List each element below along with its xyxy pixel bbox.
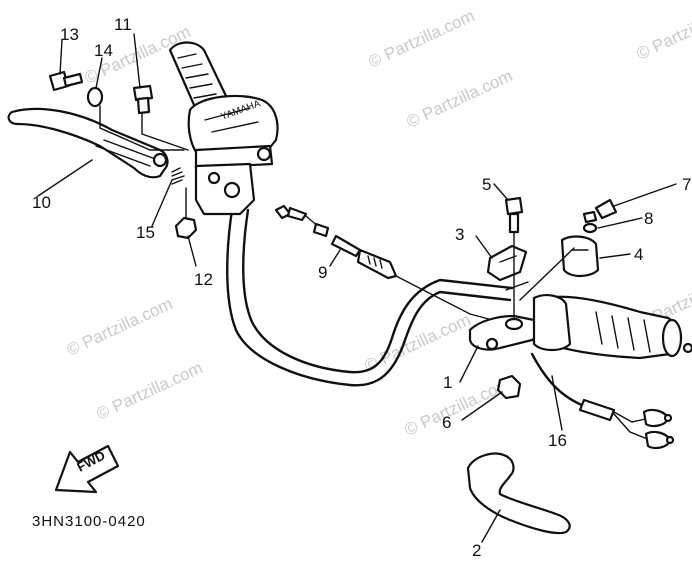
handlebar [226,208,514,387]
lever-hardware [48,70,198,240]
callout-2: 2 [472,541,481,560]
watermark: © Partzilla.com [64,294,176,360]
throttle-housing [468,196,540,351]
watermark: © Partzilla.com [366,6,478,72]
right-lever [466,452,571,535]
callout-14: 14 [94,41,113,60]
callout-labels: 1 2 3 4 5 6 7 8 9 10 11 12 13 14 15 16 [32,15,691,560]
washer [496,374,522,400]
watermarks: © Partzilla.com © Partzilla.com © Partzi… [64,0,692,440]
callout-6: 6 [442,413,451,432]
watermark: © Partzilla.com [94,358,206,424]
watermark: © Partzilla.com [362,310,474,376]
callout-12: 12 [194,270,213,289]
callout-13: 13 [60,25,79,44]
left-switch-housing: YAMAHA [168,41,279,216]
watermark: © Partzilla.com [402,374,514,440]
throttle-cable [274,204,501,323]
left-lever [7,107,169,179]
callout-1: 1 [443,373,452,392]
callout-3: 3 [455,225,464,244]
callout-15: 15 [136,223,155,242]
callout-16: 16 [548,431,567,450]
fwd-arrow: FWD [54,444,120,494]
callout-9: 9 [318,263,327,282]
callout-7: 7 [682,175,691,194]
callout-8: 8 [644,209,653,228]
watermark: © Partzilla.com [404,66,516,132]
callout-11: 11 [114,15,132,34]
watermark: © Partzilla.com [634,0,692,64]
callout-10: 10 [32,193,51,212]
diagram-code: 3HN3100-0420 [32,513,146,530]
right-grip-assembly [530,198,692,450]
callout-4: 4 [634,245,643,264]
leader-lines [37,33,677,543]
callout-5: 5 [482,175,491,194]
